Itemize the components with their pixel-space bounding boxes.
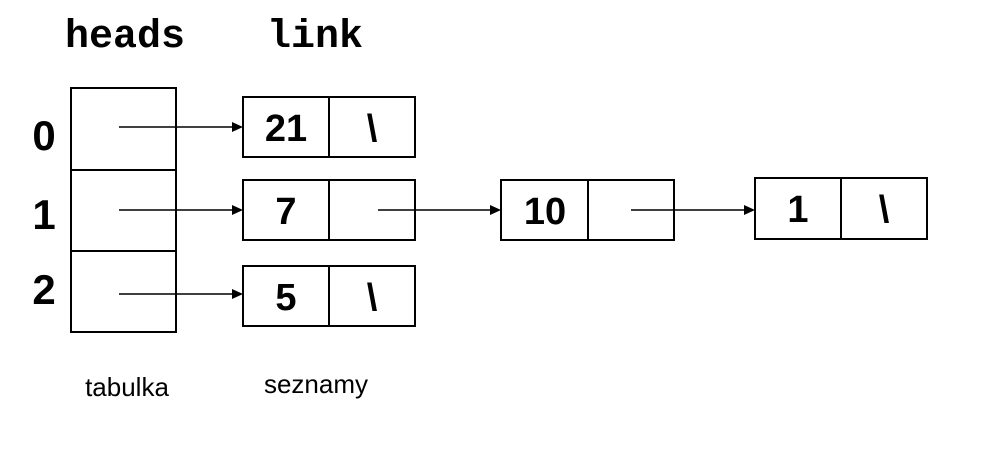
heads-cell-0 (70, 87, 177, 171)
index-label-2: 2 (32, 266, 55, 313)
pointer-arrow-node-7-to-10 (378, 205, 501, 215)
index-label-0: 0 (32, 112, 55, 159)
list-2-node-0: 5 \ (242, 265, 416, 327)
list-1-node-0: 7 (242, 179, 416, 241)
pointer-arrow-node-10-to-1 (631, 205, 755, 215)
list-0-node-0: 21 \ (242, 96, 416, 158)
node-link-null: \ (367, 277, 378, 319)
node-value: 1 (787, 189, 808, 231)
node-link-cell (840, 177, 928, 240)
list-1-node-2: 1 \ (754, 177, 928, 240)
heads-header: heads (65, 15, 185, 60)
heads-cell-2 (70, 250, 177, 333)
pointer-arrow-head-0 (119, 122, 243, 132)
heads-table (70, 87, 177, 333)
lists-caption: seznamy (264, 369, 368, 399)
node-link-cell (328, 96, 416, 158)
node-link-null: \ (367, 108, 378, 150)
pointer-arrow-head-2 (119, 289, 243, 299)
node-value: 21 (265, 108, 307, 150)
node-value: 10 (524, 191, 566, 233)
pointer-arrow-head-1 (119, 205, 243, 215)
node-value-cell (754, 177, 842, 240)
node-link-cell (328, 265, 416, 327)
link-header: link (267, 15, 363, 60)
node-value: 5 (275, 277, 296, 319)
node-value: 7 (275, 191, 296, 233)
node-value-cell (242, 265, 330, 327)
node-link-null: \ (879, 189, 890, 231)
node-value-cell (500, 179, 589, 241)
table-caption: tabulka (85, 372, 169, 402)
index-label-1: 1 (32, 191, 55, 238)
